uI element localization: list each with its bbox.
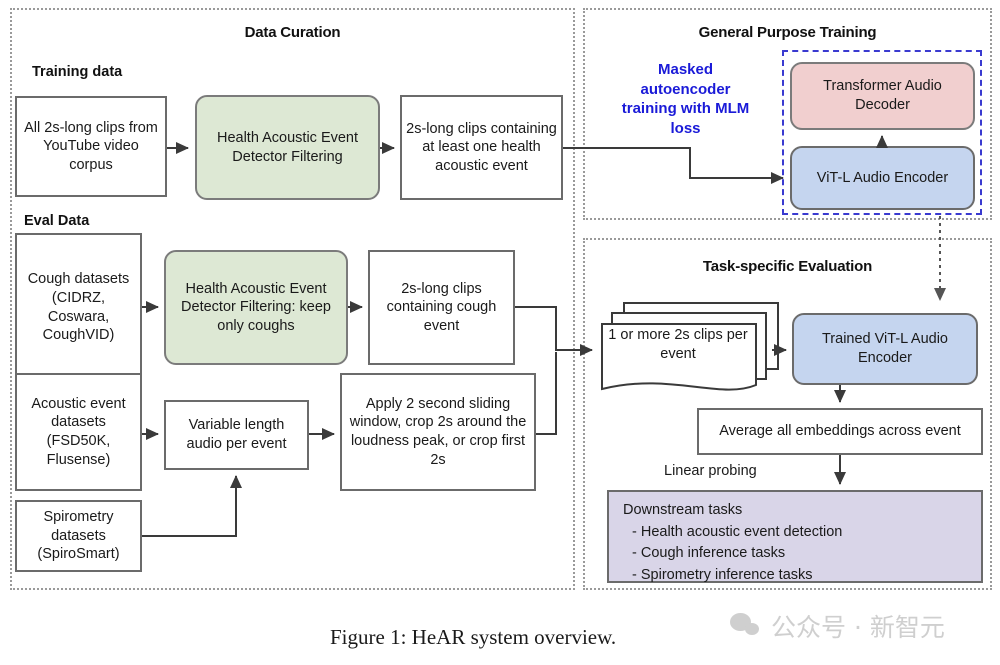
box-cough-datasets: Cough datasets (CIDRZ, Coswara, CoughVID…: [15, 233, 142, 382]
wechat-bubbles-icon: [730, 613, 764, 639]
panel-data-curation-title: Data Curation: [244, 24, 341, 41]
downstream-task-item-2: - Spirometry inference tasks: [632, 566, 813, 583]
training-data-label: Training data: [32, 64, 123, 80]
watermark: 公众号 · 新智元: [730, 608, 945, 644]
mlm-loss-note: Masked autoencoder training with MLM los…: [621, 61, 750, 137]
box-clips-containing-health-event: 2s-long clips containing at least one he…: [400, 95, 563, 200]
box-average-all-embeddings: Average all embeddings across event: [697, 408, 983, 455]
watermark-text: 公众号 · 新智元: [771, 613, 945, 642]
box-transformer-audio-decoder: Transformer Audio Decoder: [790, 62, 975, 130]
downstream-task-item-0: - Health acoustic event detection: [632, 523, 843, 540]
box-variable-length-audio: Variable length audio per event: [164, 400, 309, 470]
encoder-decoder-group: [782, 50, 982, 215]
box-acoustic-event-datasets: Acoustic event datasets (FSD50K, Flusens…: [15, 373, 142, 491]
downstream-tasks-title: Downstream tasks: [623, 502, 743, 518]
box-trained-vitl-audio-encoder: Trained ViT-L Audio Encoder: [792, 313, 978, 385]
downstream-task-item-1: - Cough inference tasks: [632, 545, 786, 562]
box-all-clips-from-youtube: All 2s-long clips from YouTube video cor…: [15, 96, 167, 197]
box-clips-containing-cough-event: 2s-long clips containing cough event: [368, 250, 515, 365]
box-health-acoustic-event-detector-filtering: Health Acoustic Event Detector Filtering: [195, 95, 380, 200]
box-downstream-tasks: Downstream tasks - Health acoustic event…: [607, 490, 983, 583]
linear-probing-label: Linear probing: [664, 463, 757, 479]
label-clips-per-event: 1 or more 2s clips per event: [608, 327, 748, 362]
box-spirometry-datasets: Spirometry datasets (SpiroSmart): [15, 500, 142, 572]
eval-data-label: Eval Data: [24, 213, 90, 229]
box-haed-filtering-keep-only-coughs: Health Acoustic Event Detector Filtering…: [164, 250, 348, 365]
stacked-clips-sheets: [600, 297, 785, 407]
box-sliding-window-crop: Apply 2 second sliding window, crop 2s a…: [340, 373, 536, 491]
panel-general-purpose-training-title: General Purpose Training: [698, 24, 877, 41]
panel-task-specific-evaluation-title: Task-specific Evaluation: [702, 258, 873, 275]
figure-caption: Figure 1: HeAR system overview.: [330, 625, 617, 649]
